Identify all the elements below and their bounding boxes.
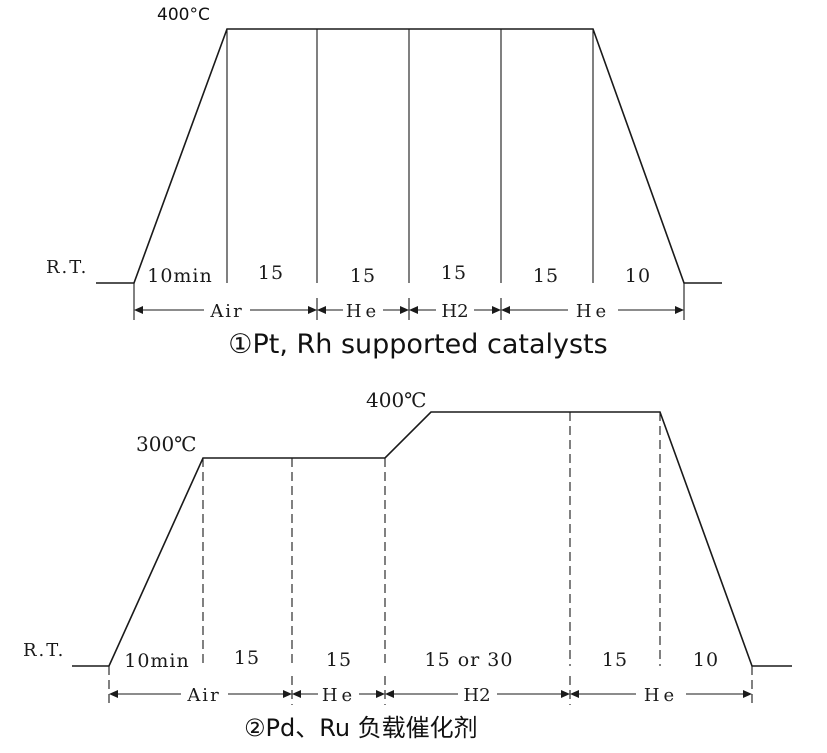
duration-label: 15: [602, 649, 628, 671]
duration-label: 15: [258, 262, 284, 284]
duration-label: 10min: [124, 650, 190, 672]
gas-label: Air: [209, 301, 243, 322]
duration-label: 15: [326, 649, 352, 671]
duration-label: 15: [441, 262, 467, 284]
duration-label: 15: [234, 647, 260, 669]
caption: ①Pt, Rh supported catalysts: [228, 329, 607, 360]
duration-label: 10: [693, 649, 719, 671]
gas-label: H2: [463, 685, 490, 706]
gas-span-h2: H2: [385, 685, 570, 706]
duration-label: 15 or 30: [425, 649, 514, 671]
peak-temp-label: 400℃: [366, 388, 427, 412]
gas-span-he: He: [292, 685, 385, 706]
gas-label: H2: [441, 301, 468, 322]
gas-label: He: [322, 685, 356, 706]
duration-label: 10: [625, 265, 651, 287]
gas-span-he-2: He: [501, 301, 684, 322]
gas-span-he-2: He: [570, 685, 752, 706]
peak-temp-label: 400°C: [157, 5, 210, 25]
duration-label: 15: [533, 265, 559, 287]
rt-label: R.T.: [46, 257, 88, 278]
temperature-profile-line: [96, 28, 722, 284]
diagram-pd-ru: 400℃ 300℃ R.T. 10min 15 15 15 or 30 15 1…: [23, 388, 792, 742]
diagram-pt-rh: 400°C R.T. 10min 15 15 15 15 10 Air: [46, 5, 722, 360]
gas-label: Air: [186, 685, 220, 706]
gas-span-h2: H2: [409, 301, 501, 322]
gas-span-air: Air: [109, 685, 292, 706]
caption: ②Pd、Ru 负载催化剂: [244, 714, 478, 742]
gas-label: He: [346, 301, 380, 322]
step-temp-label: 300℃: [136, 432, 197, 456]
gas-label: He: [576, 301, 610, 322]
gas-span-air: Air: [134, 301, 317, 322]
duration-label: 10min: [147, 265, 213, 287]
duration-label: 15: [350, 265, 376, 287]
rt-label: R.T.: [23, 640, 65, 661]
temperature-profile-line: [72, 411, 792, 667]
gas-label: He: [644, 685, 678, 706]
gas-span-he: He: [317, 301, 409, 322]
